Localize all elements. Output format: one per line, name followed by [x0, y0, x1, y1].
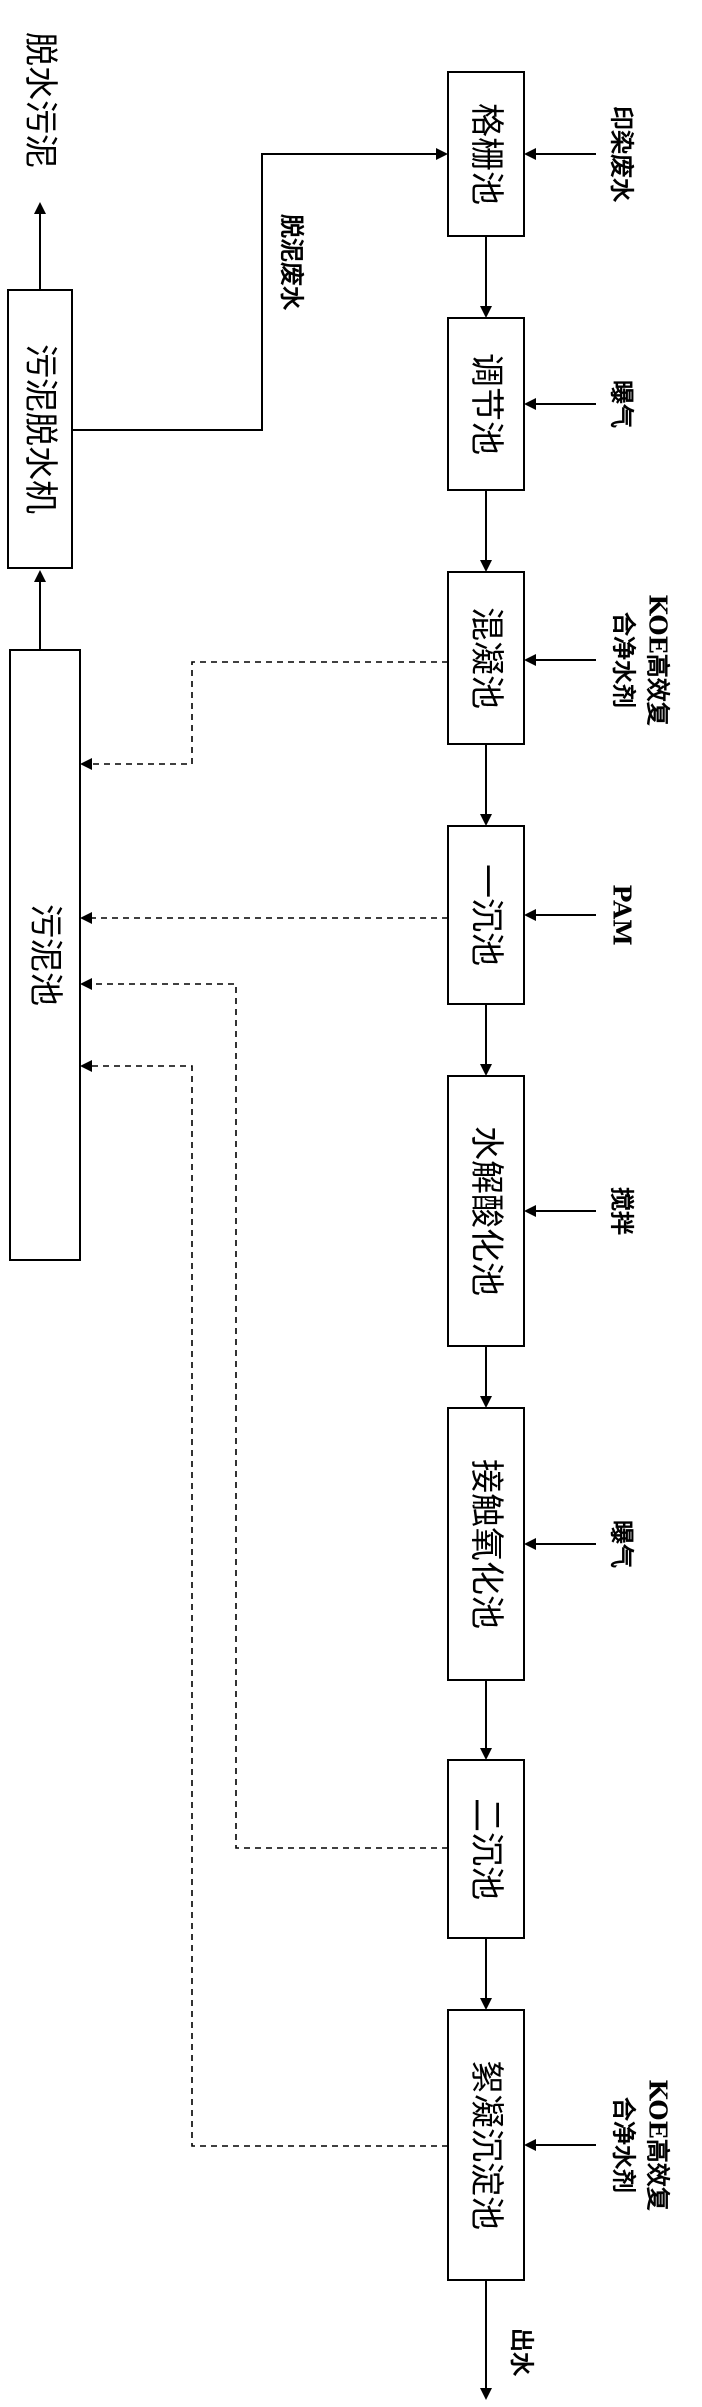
- primary-sedimentation-tank-label: 一沉池: [466, 864, 506, 966]
- coagulation-tank-label: 混凝池: [466, 607, 506, 709]
- dewatered-sludge-label: 脱水污泥: [20, 32, 60, 168]
- grille-tank-label: 格栅池: [466, 103, 506, 205]
- adjust-tank-label: 调节池: [466, 353, 506, 455]
- effluent-label: 出水: [508, 2328, 537, 2377]
- koe-agent-label-1-line2: 合净水剂: [610, 612, 639, 708]
- koe-agent-label-1-line1: KOE高效复: [644, 594, 673, 726]
- flocculation-sedimentation-tank-label: 絮凝沉淀池: [466, 2060, 506, 2230]
- contact-oxidation-tank-box: [447, 1407, 525, 1681]
- pam-label: PAM: [608, 884, 637, 946]
- koe-agent-label-2-line2: 合净水剂: [610, 2097, 639, 2193]
- sludge-dewatering-machine-label: 污泥脱水机: [20, 344, 60, 514]
- hydrolysis-acidification-tank-label: 水解酸化池: [466, 1126, 506, 1296]
- adjust-tank-box: [447, 317, 525, 491]
- koe-agent-label-2-line1: KOE高效复: [644, 2079, 673, 2211]
- aeration-label-2: 曝气: [608, 1520, 637, 1568]
- dewatering-wastewater-label: 脱泥废水: [278, 214, 307, 311]
- sludge-dewatering-machine-box: [7, 289, 73, 569]
- grille-tank-box: [447, 71, 525, 237]
- contact-oxidation-tank-label: 接触氧化池: [466, 1459, 506, 1629]
- stirring-label: 搅拌: [608, 1187, 637, 1235]
- sludge-tank-label: 污泥池: [25, 904, 65, 1006]
- flocculation-sedimentation-tank-box: [447, 2009, 525, 2281]
- dyeing-wastewater-label: 印染废水: [608, 106, 637, 203]
- sludge-tank-box: [9, 649, 81, 1261]
- secondary-sedimentation-tank-label: 二沉池: [466, 1798, 506, 1900]
- aeration-label-1: 曝气: [608, 380, 637, 428]
